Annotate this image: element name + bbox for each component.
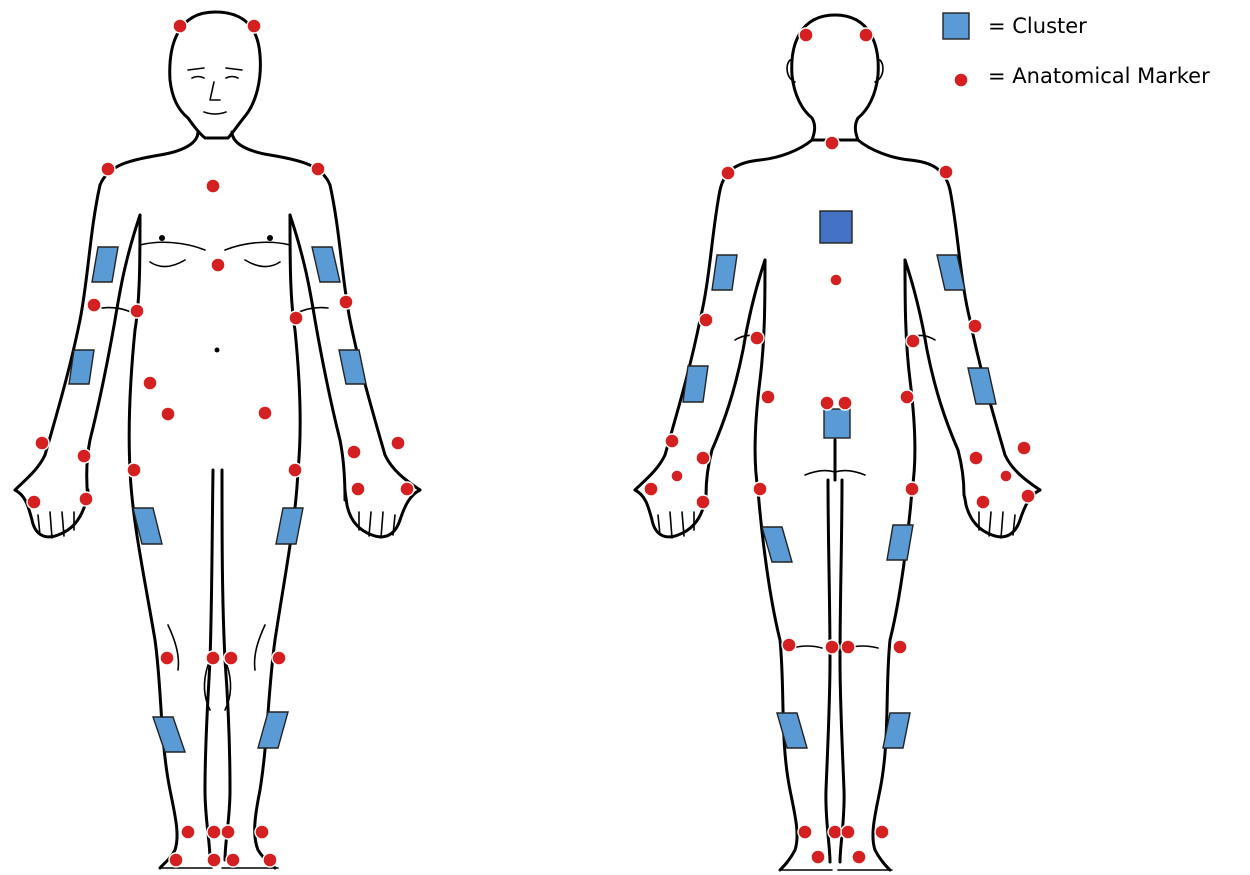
- marker-back-head-left: [799, 28, 813, 42]
- marker-back-wrist-left-inner: [696, 451, 710, 465]
- marker-front-wrist-right-outer: [391, 436, 405, 450]
- cluster-front-left-shank: [153, 717, 185, 752]
- marker-back-wrist-left-outer: [665, 434, 679, 448]
- cluster-back-pelvis: [824, 409, 850, 438]
- marker-back-hand-right-inner: [976, 495, 990, 509]
- legend-cluster-label: = Cluster: [988, 14, 1087, 38]
- marker-back-shoulder-left: [721, 166, 735, 180]
- marker-front-head-left: [173, 19, 187, 33]
- marker-front-wrist-right-inner: [347, 445, 361, 459]
- marker-front-knee-left-medial: [206, 651, 220, 665]
- legend-marker-swatch: [954, 73, 968, 87]
- marker-back-hand-left-center: [671, 470, 683, 482]
- cluster-back-left-upper-arm: [712, 255, 737, 290]
- legend-marker-label: = Anatomical Marker: [988, 64, 1210, 88]
- legend: = Cluster = Anatomical Marker: [943, 13, 1210, 88]
- cluster-back-left-thigh: [762, 527, 792, 562]
- marker-front-ankle-right-medial: [221, 825, 235, 839]
- marker-back-knee-left-lateral: [782, 638, 796, 652]
- marker-back-wrist-right-inner: [969, 451, 983, 465]
- marker-back-ankle-left-lateral: [798, 825, 812, 839]
- marker-front-elbow-left-medial: [130, 304, 144, 318]
- marker-back-heel-right: [852, 850, 866, 864]
- marker-back-ankle-right-lateral: [875, 825, 889, 839]
- marker-back-head-right: [859, 28, 873, 42]
- human-body-front-icon: [15, 12, 420, 868]
- marker-front-elbow-right-lateral: [339, 295, 353, 309]
- marker-front-hand-right-outer: [400, 482, 414, 496]
- marker-back-wrist-right-outer: [1017, 441, 1031, 455]
- marker-front-hand-left-inner: [79, 492, 93, 506]
- marker-front-hip-right: [258, 406, 272, 420]
- legend-cluster-swatch: [943, 13, 969, 39]
- cluster-back-right-forearm: [968, 368, 996, 404]
- marker-front-hand-right-inner: [351, 482, 365, 496]
- cluster-front-right-forearm: [339, 350, 366, 384]
- marker-front-knee-right-lateral: [272, 651, 286, 665]
- marker-back-elbow-right-lateral: [968, 319, 982, 333]
- cluster-back-right-thigh: [887, 525, 913, 560]
- marker-back-c7: [825, 136, 839, 150]
- cluster-front-left-upper-arm: [92, 247, 118, 282]
- marker-back-ankle-right-medial: [841, 825, 855, 839]
- marker-back-hand-left-inner: [696, 495, 710, 509]
- cluster-back-left-shank: [777, 713, 807, 748]
- marker-front-wrist-left-inner: [77, 449, 91, 463]
- marker-back-hand-left-outer: [644, 482, 658, 496]
- marker-front-shoulder-right: [311, 162, 325, 176]
- cluster-back-left-forearm: [683, 366, 708, 402]
- marker-back-knee-left-medial: [825, 640, 839, 654]
- marker-front-sternum-lower: [211, 258, 225, 272]
- marker-back-ankle-left-medial: [828, 825, 842, 839]
- marker-front-thigh-right: [288, 463, 302, 477]
- marker-front-elbow-right-medial: [289, 311, 303, 325]
- marker-back-elbow-left-lateral: [699, 313, 713, 327]
- marker-front-knee-left-lateral: [160, 651, 174, 665]
- marker-front-foot-right-inner: [226, 853, 240, 867]
- marker-back-thigh-right: [905, 482, 919, 496]
- marker-back-psis-left: [820, 396, 834, 410]
- cluster-front-left-forearm: [69, 350, 94, 384]
- cluster-front-right-thigh: [276, 508, 303, 544]
- marker-front-ankle-left-medial: [207, 825, 221, 839]
- marker-front-ankle-left-lateral: [181, 825, 195, 839]
- marker-back-thigh-left: [753, 482, 767, 496]
- marker-back-hip-left: [761, 390, 775, 404]
- marker-back-knee-right-medial: [841, 640, 855, 654]
- marker-back-elbow-right-medial: [906, 334, 920, 348]
- marker-front-wrist-left-outer: [35, 436, 49, 450]
- marker-front-head-right: [247, 19, 261, 33]
- marker-front-foot-left-inner: [207, 853, 221, 867]
- marker-front-ankle-right-lateral: [255, 825, 269, 839]
- marker-back-knee-right-lateral: [893, 640, 907, 654]
- marker-front-knee-right-medial: [224, 651, 238, 665]
- marker-back-t10: [830, 274, 842, 286]
- marker-back-heel-left: [811, 850, 825, 864]
- cluster-front-right-shank: [258, 712, 288, 748]
- marker-back-elbow-left-medial: [750, 331, 764, 345]
- marker-front-elbow-left-lateral: [87, 298, 101, 312]
- marker-front-foot-right-outer: [263, 853, 277, 867]
- marker-front-hip-left-inner: [161, 407, 175, 421]
- cluster-back-thorax: [820, 211, 852, 243]
- marker-front-hip-left: [143, 376, 157, 390]
- marker-front-foot-left-outer: [169, 853, 183, 867]
- marker-front-sternum-upper: [206, 179, 220, 193]
- marker-back-hand-right-center: [1000, 470, 1012, 482]
- marker-back-hand-right-outer: [1021, 489, 1035, 503]
- marker-back-psis-right: [838, 396, 852, 410]
- marker-front-hand-left-outer: [27, 495, 41, 509]
- marker-back-shoulder-right: [939, 165, 953, 179]
- marker-front-thigh-left: [127, 463, 141, 477]
- marker-front-shoulder-left: [101, 162, 115, 176]
- cluster-front-right-upper-arm: [312, 247, 340, 282]
- marker-back-hip-right: [900, 390, 914, 404]
